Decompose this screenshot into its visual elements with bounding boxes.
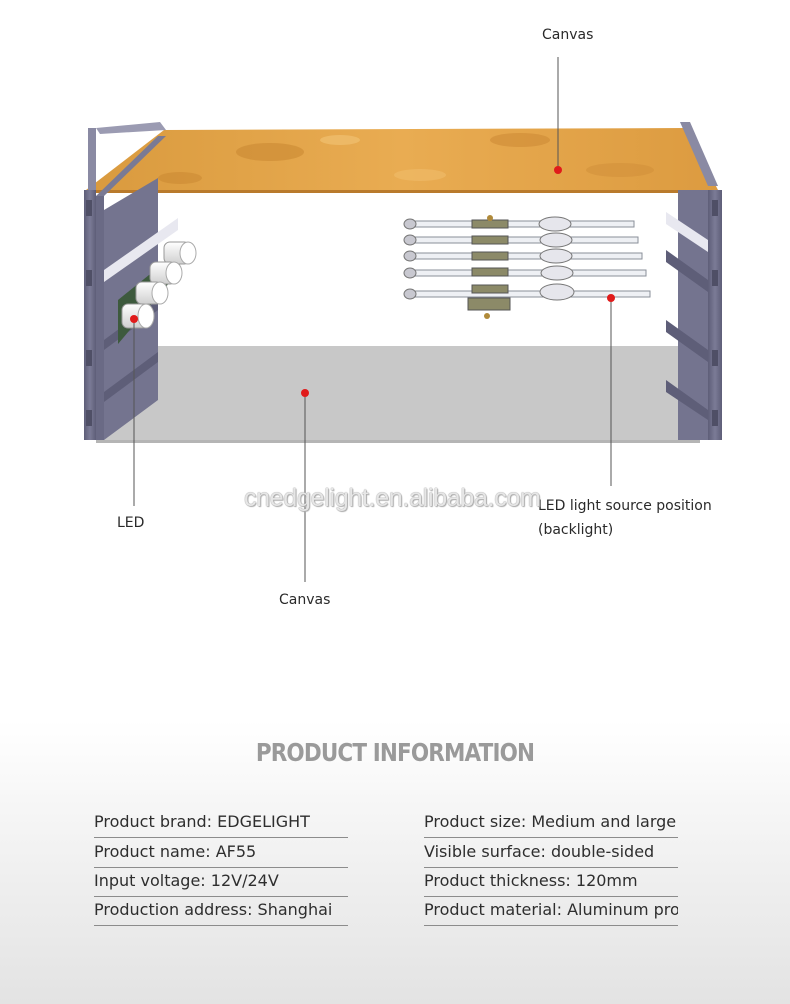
info-row-name: Product name: AF55: [94, 838, 348, 868]
canvas-top-label: Canvas: [542, 27, 594, 43]
led-bulb: [121, 303, 155, 329]
product-info-panel: PRODUCT INFORMATION Product brand: EDGEL…: [0, 720, 790, 1004]
info-row-brand: Product brand: EDGELIGHT: [94, 808, 348, 838]
led-position-label-line1: LED light source position: [538, 498, 712, 514]
led-strip: [403, 283, 651, 301]
canvas-bottom-label: Canvas: [279, 592, 331, 608]
bottom-canvas-panel: [96, 346, 700, 443]
driver-board: [467, 215, 511, 319]
canvas-bottom-marker: [301, 389, 309, 397]
canvas-top-marker: [554, 166, 562, 174]
right-aluminum-profile: [666, 122, 722, 440]
led-position-label-line2: (backlight): [538, 522, 614, 538]
led-bulb: [135, 281, 169, 305]
lightbox-cross-section-diagram: [84, 57, 722, 582]
info-row-material: Product material: Aluminum profile: [424, 896, 678, 926]
led-strip: [403, 265, 647, 281]
backlight-led-strips: [403, 215, 651, 319]
led-strip: [403, 232, 639, 248]
info-row-surface: Visible surface: double-sided: [424, 838, 678, 868]
led-position-label: LED light source position (backlight): [538, 494, 712, 542]
led-label: LED: [117, 515, 145, 531]
led-strip: [403, 248, 643, 264]
callout-leaders: [133, 57, 612, 582]
led-bulb: [163, 241, 197, 265]
info-row-address: Production address: Shanghai: [94, 896, 348, 926]
product-info-title: PRODUCT INFORMATION: [255, 738, 535, 767]
led-marker: [130, 315, 138, 323]
info-row-voltage: Input voltage: 12V/24V: [94, 867, 348, 897]
watermark-text: cnedgelight.en.alibaba.com: [244, 484, 541, 512]
led-bulb: [149, 261, 183, 285]
led-position-marker: [607, 294, 615, 302]
info-row-size: Product size: Medium and large size: [424, 808, 678, 838]
top-canvas-panel: [86, 128, 718, 193]
led-strip: [403, 216, 635, 232]
info-row-thickness: Product thickness: 120mm: [424, 867, 678, 897]
